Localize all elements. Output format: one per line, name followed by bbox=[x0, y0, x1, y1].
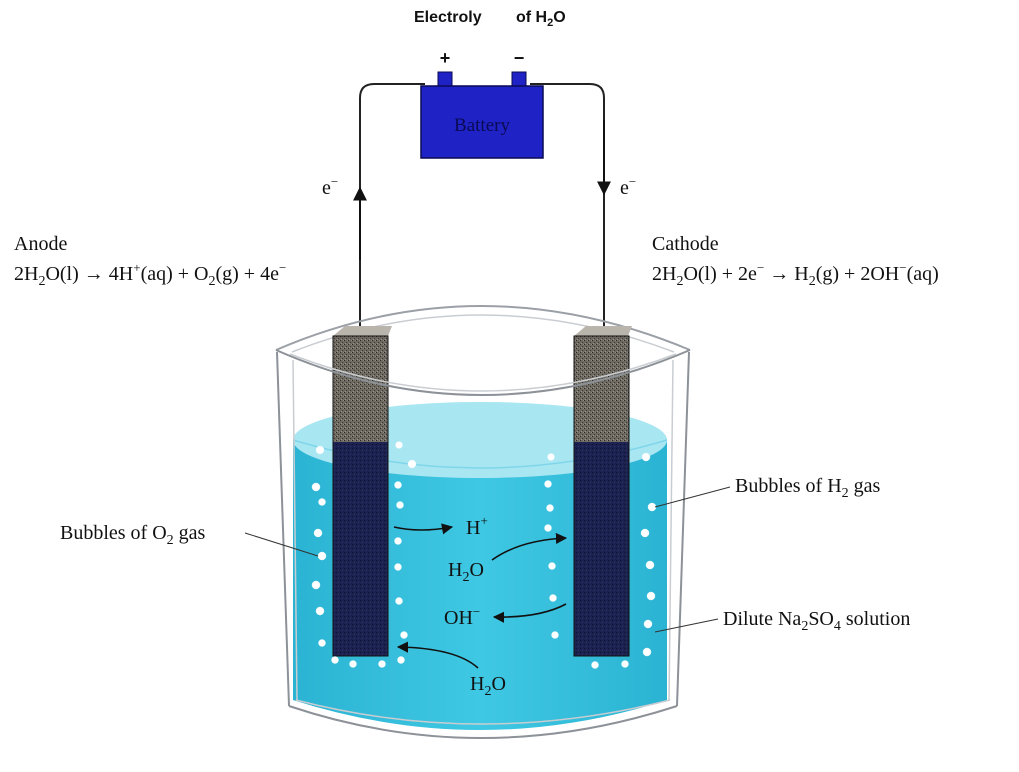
beaker-right-wall bbox=[676, 351, 690, 707]
battery: Battery + − bbox=[420, 48, 544, 159]
h2-bubbles bbox=[544, 452, 657, 669]
cathode-equation: 2H2O(l) + 2e− → H2(g) + 2OH−(aq) bbox=[652, 260, 939, 289]
anode-equation: 2H2O(l) → 4H+(aq) + O2(g) + 4e− bbox=[14, 260, 286, 289]
cathode-electrode bbox=[573, 326, 632, 657]
svg-text:Electroly: Electroly bbox=[414, 9, 482, 26]
o2-callout-line bbox=[244, 532, 319, 557]
electron-label-left: e− bbox=[322, 174, 338, 199]
solution-label: Dilute Na2SO4 solution bbox=[723, 608, 910, 634]
anode-electrode bbox=[332, 326, 392, 657]
diagram-title: Electroly of H2O bbox=[414, 9, 566, 29]
battery-terminal-plus bbox=[437, 71, 453, 87]
water-upper-arrow bbox=[491, 532, 568, 561]
oh-minus-arrow bbox=[492, 603, 567, 623]
ion-water-lower: H2O bbox=[470, 673, 506, 699]
anode-title: Anode bbox=[14, 233, 67, 255]
beaker-front-rim bbox=[275, 349, 691, 396]
anode-label-group: Anode 2H2O(l) → 4H+(aq) + O2(g) + 4e− bbox=[14, 233, 286, 289]
svg-text:of H2O: of H2O bbox=[516, 9, 566, 29]
cathode-label-group: Cathode 2H2O(l) + 2e− → H2(g) + 2OH−(aq) bbox=[652, 233, 939, 289]
h2-bubbles-label: Bubbles of H2 gas bbox=[735, 475, 881, 501]
battery-body bbox=[420, 85, 544, 159]
beaker-bottom bbox=[288, 705, 678, 739]
h-plus-arrow bbox=[393, 523, 454, 535]
cathode-wire bbox=[530, 83, 605, 332]
anode-wire bbox=[359, 83, 425, 332]
solution-callout-line bbox=[654, 618, 719, 633]
ion-oh-minus: OH− bbox=[444, 604, 480, 629]
water-lower-arrow bbox=[396, 641, 479, 669]
o2-bubbles-label: Bubbles of O2 gas bbox=[60, 522, 206, 548]
beaker-back-rim bbox=[275, 305, 691, 351]
ion-water-upper: H2O bbox=[448, 559, 484, 585]
battery-terminal-minus bbox=[511, 71, 527, 87]
cathode-title: Cathode bbox=[652, 233, 719, 255]
battery-plus-sign: + bbox=[440, 48, 451, 68]
battery-minus-sign: − bbox=[514, 48, 525, 68]
electron-label-right: e− bbox=[620, 174, 636, 199]
beaker-left-wall bbox=[276, 351, 290, 707]
battery-label: Battery bbox=[454, 115, 510, 136]
h2-callout-line bbox=[654, 486, 731, 508]
o2-bubbles bbox=[311, 441, 417, 668]
ion-h-plus: H+ bbox=[466, 513, 488, 539]
